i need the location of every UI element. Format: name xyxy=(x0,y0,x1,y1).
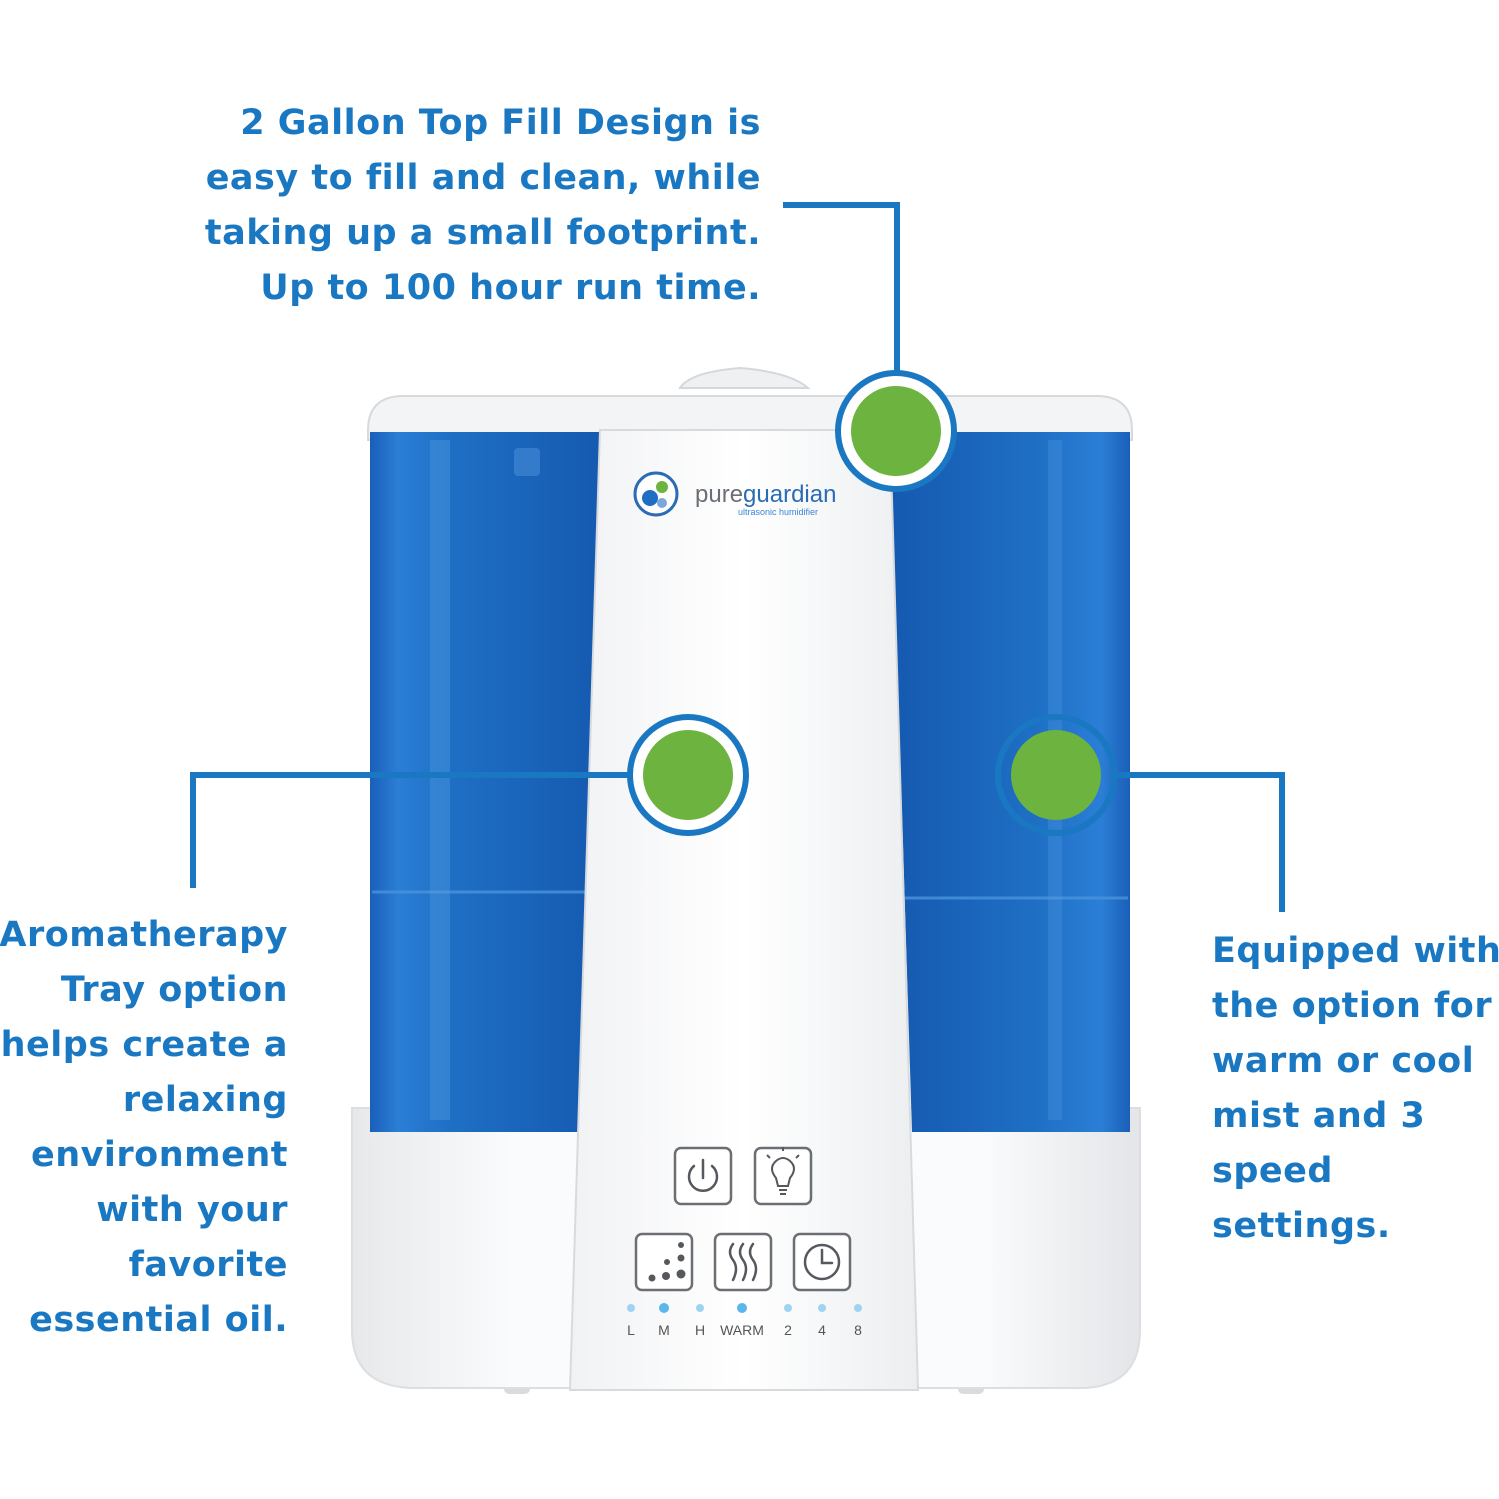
indicator-label-low: L xyxy=(627,1322,635,1338)
timer-button[interactable] xyxy=(792,1232,852,1292)
callout-line: taking up a small footprint. xyxy=(204,213,761,253)
callout-line: warm or cool xyxy=(1212,1041,1475,1081)
brand-name-pure: pure xyxy=(695,481,743,508)
indicator-label-medium: M xyxy=(658,1322,670,1338)
callout-line: mist and 3 xyxy=(1212,1096,1426,1136)
indicator-light xyxy=(737,1303,747,1313)
callout-line: favorite xyxy=(128,1245,288,1285)
callout-marker-top xyxy=(835,370,957,492)
control-panel-body xyxy=(568,429,920,1391)
callout-line: Tray option xyxy=(60,970,288,1010)
callout-line: environment xyxy=(30,1135,288,1175)
clock-icon xyxy=(803,1243,841,1281)
callout-line: the option for xyxy=(1212,986,1493,1026)
callout-connectors xyxy=(190,202,1285,912)
water-level-line xyxy=(372,890,1128,900)
indicator-label-timer-2: 2 xyxy=(784,1322,792,1338)
indicator-label-timer-4: 4 xyxy=(818,1322,826,1338)
callout-line: Equipped with xyxy=(1212,931,1499,971)
tank-highlight xyxy=(430,440,450,1120)
indicator-light xyxy=(784,1304,792,1312)
callout-aromatherapy-text: Aromatherapy Tray option helps create a … xyxy=(0,908,288,1348)
callout-line: speed xyxy=(1212,1151,1333,1191)
brand-name-guardian: guardian xyxy=(743,481,836,508)
indicator-light xyxy=(818,1304,826,1312)
light-button[interactable] xyxy=(753,1146,813,1206)
indicator-lights xyxy=(627,1303,862,1313)
indicator-label-high: H xyxy=(695,1322,705,1338)
mist-button[interactable] xyxy=(634,1232,694,1292)
callout-line: Aromatherapy xyxy=(0,915,288,955)
callout-marker-left xyxy=(627,714,749,836)
indicator-light xyxy=(627,1304,635,1312)
indicator-labels: L M H WARM 2 4 8 xyxy=(627,1322,862,1338)
callout-marker-right xyxy=(995,714,1117,836)
connector-left xyxy=(190,772,628,888)
warm-mist-button[interactable] xyxy=(713,1232,773,1292)
callout-warm-cool-text: Equipped with the option for warm or coo… xyxy=(1212,924,1499,1254)
droplets-icon xyxy=(648,1242,686,1282)
indicator-label-warm: WARM xyxy=(720,1322,764,1338)
water-float xyxy=(514,448,540,476)
callout-line: relaxing xyxy=(122,1080,288,1120)
brand-logo: pureguardian ultrasonic humidifier xyxy=(633,471,836,517)
water-fill-cap xyxy=(678,366,811,389)
water-tank-left xyxy=(370,432,605,1132)
heat-waves-icon xyxy=(728,1242,758,1282)
water-tank-right xyxy=(890,432,1130,1132)
indicator-light xyxy=(659,1303,669,1313)
callout-line: with your xyxy=(96,1190,288,1230)
callout-line: essential oil. xyxy=(29,1300,288,1340)
brand-subtitle: ultrasonic humidifier xyxy=(738,507,818,517)
callout-line: Up to 100 hour run time. xyxy=(260,268,761,308)
indicator-light xyxy=(854,1304,862,1312)
connector-top xyxy=(783,202,900,372)
indicator-label-timer-8: 8 xyxy=(854,1322,862,1338)
callout-line: settings. xyxy=(1212,1206,1391,1246)
svg-text:pureguardian: pureguardian xyxy=(695,481,836,508)
connector-right xyxy=(1116,772,1285,912)
callout-line: helps create a xyxy=(0,1025,288,1065)
callout-line: easy to fill and clean, while xyxy=(205,158,761,198)
indicator-light xyxy=(696,1304,704,1312)
callout-top-fill-text: 2 Gallon Top Fill Design is easy to fill… xyxy=(205,96,761,316)
power-icon xyxy=(687,1158,719,1192)
power-button[interactable] xyxy=(673,1146,733,1206)
callout-line: 2 Gallon Top Fill Design is xyxy=(240,103,761,143)
lightbulb-icon xyxy=(766,1147,800,1195)
